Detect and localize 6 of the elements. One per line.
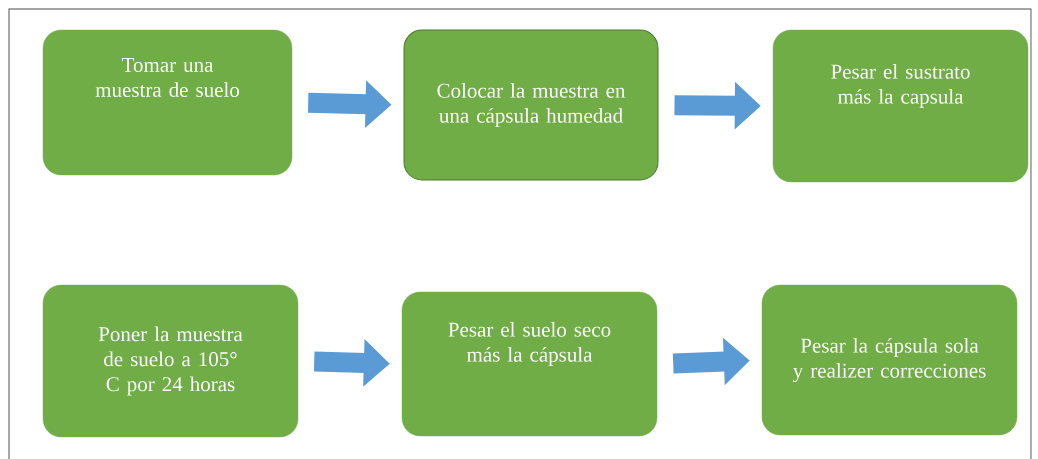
process-box: Pesar el sustrato más la capsula [772, 29, 1029, 183]
process-box: Colocar la muestra en una cápsula humedad [403, 29, 659, 181]
process-box: Pesar el suelo seco más la cápsula [401, 291, 658, 437]
process-box: Tomar una muestra de suelo [42, 29, 293, 176]
process-box: Poner la muestra de suelo a 105° C por 24 horas [42, 284, 299, 438]
process-box: Pesar la cápsula sola y realizer correcciones [761, 284, 1018, 436]
